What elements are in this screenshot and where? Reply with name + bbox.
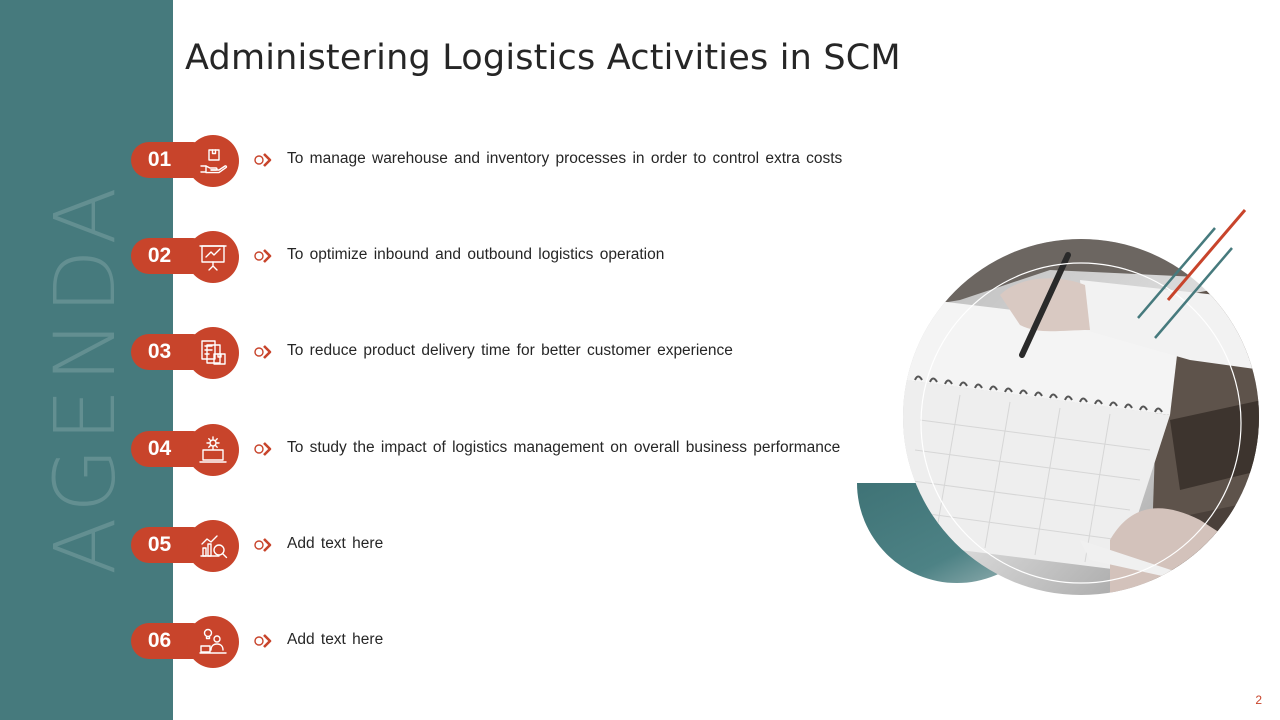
item-number: 01 (147, 148, 172, 171)
item-text: To reduce product delivery time for bett… (287, 342, 733, 359)
chart-magnifier-icon (187, 520, 239, 572)
item-number: 06 (147, 629, 172, 652)
item-text: To optimize inbound and outbound logisti… (287, 246, 665, 263)
laptop-gear-icon (187, 424, 239, 476)
item-number: 04 (147, 437, 172, 460)
item-text: To study the impact of logistics managem… (287, 439, 841, 456)
box-in-hand-icon (187, 135, 239, 187)
diagonal-line-teal (1137, 227, 1216, 319)
agenda-item: 03 To reduce product delivery time for b… (131, 325, 891, 381)
slide-title: Administering Logistics Activities in SC… (185, 38, 901, 78)
person-desk-idea-icon (187, 616, 239, 668)
page-number: 2 (1255, 693, 1262, 707)
presentation-board-icon (187, 231, 239, 283)
arrow-bullet-icon (254, 442, 272, 456)
diagonal-line-accent (1166, 209, 1247, 301)
arrow-bullet-icon (254, 153, 272, 167)
photo-ring (920, 262, 1242, 584)
decorative-photo (857, 209, 1259, 595)
arrow-bullet-icon (254, 538, 272, 552)
item-number: 05 (147, 533, 172, 556)
item-text: Add text here (287, 631, 384, 648)
agenda-watermark: AGENDA (36, 181, 134, 575)
agenda-item: 04 To study the impact of logistics mana… (131, 422, 891, 478)
agenda-item: 01 To manage warehouse and inventory pro… (131, 133, 891, 189)
arrow-bullet-icon (254, 345, 272, 359)
documents-box-icon (187, 327, 239, 379)
item-number: 02 (147, 244, 172, 267)
item-text: Add text here (287, 535, 384, 552)
agenda-item: 06 Add text here (131, 614, 891, 670)
arrow-bullet-icon (254, 249, 272, 263)
diagonal-line-teal (1154, 247, 1233, 339)
agenda-item: 05 Add text here (131, 518, 891, 574)
arrow-bullet-icon (254, 634, 272, 648)
item-text: To manage warehouse and inventory proces… (287, 150, 843, 167)
agenda-item: 02 To optimize inbound and outbound logi… (131, 229, 891, 285)
item-number: 03 (147, 340, 172, 363)
